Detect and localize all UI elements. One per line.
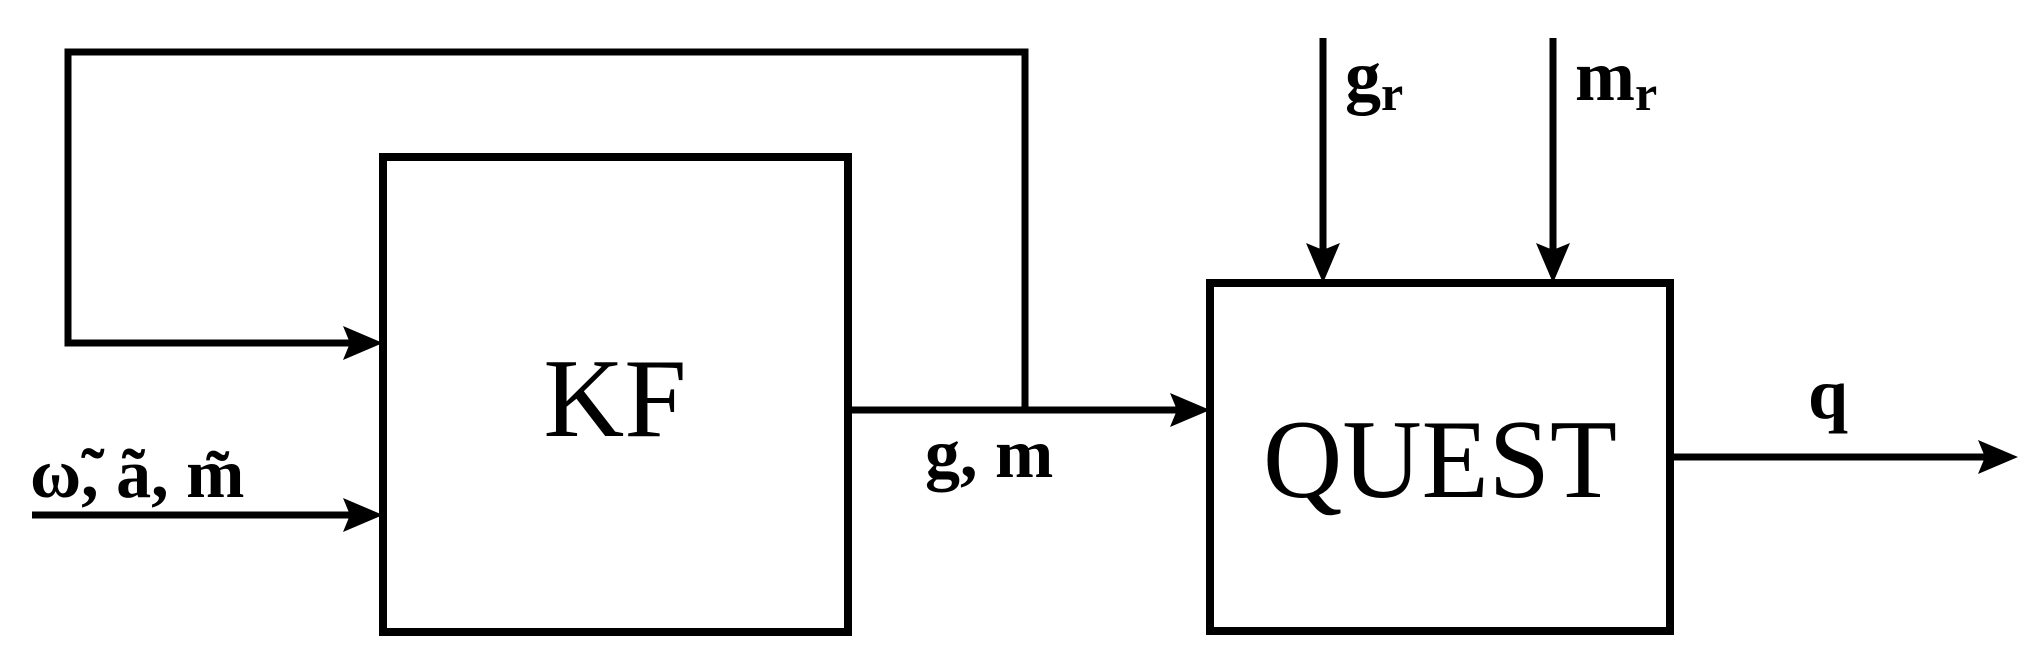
gravity-ref-label: gr (1345, 36, 1403, 121)
quest-block (1206, 279, 1674, 635)
kf-output-label: g, m (925, 416, 1053, 493)
gravity-ref-arrow-head (1306, 243, 1340, 283)
kf-output-arrow-head (1170, 393, 1210, 427)
feedback-loop-line (64, 48, 1029, 410)
mag-ref-label: mr (1575, 36, 1657, 121)
sensor-input-label: ω̃, ã, m̃ (30, 436, 244, 513)
kf-block-label: KF (543, 337, 686, 461)
sensor-input-arrow-head (343, 498, 383, 532)
mag-ref-arrow-head (1536, 243, 1570, 283)
feedback-arrow-head (343, 326, 383, 360)
quest-block-label: QUEST (1263, 398, 1617, 522)
quest-output-label: q (1808, 354, 1848, 434)
quest-output-arrow-head (1978, 440, 2018, 474)
kf-block (379, 153, 852, 636)
